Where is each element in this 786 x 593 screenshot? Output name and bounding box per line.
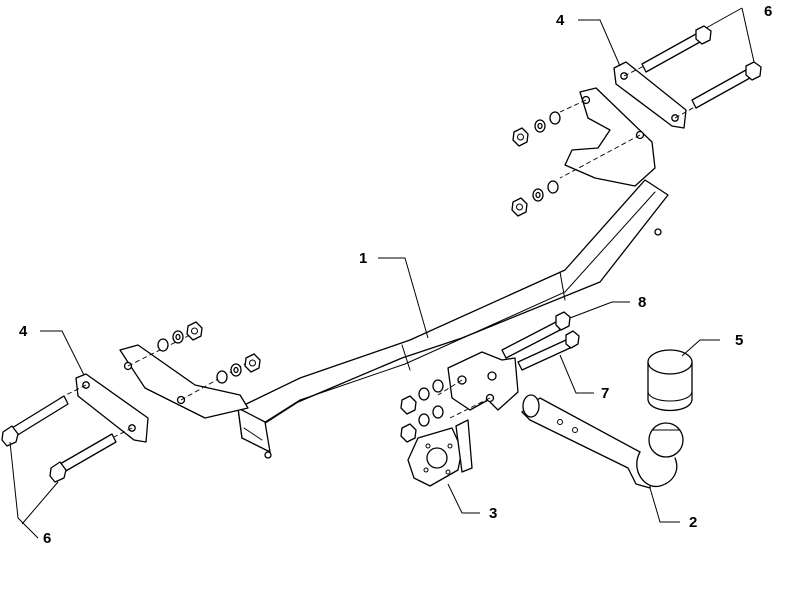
left-side-bracket xyxy=(59,329,253,443)
callout-4-left: 4 xyxy=(19,323,28,340)
right-upper-fasteners xyxy=(512,111,561,147)
callout-6-right: 6 xyxy=(764,3,772,20)
left-lower-fasteners xyxy=(216,353,261,384)
callout-8: 8 xyxy=(638,294,646,311)
callout-labels: 1 2 3 4 4 5 6 6 7 8 xyxy=(19,3,772,547)
left-bolt-upper xyxy=(1,395,69,447)
callout-6-left: 6 xyxy=(43,530,51,547)
bolt-7 xyxy=(517,330,580,371)
centre-mount xyxy=(437,351,519,419)
ball-neck xyxy=(521,394,684,489)
callout-3: 3 xyxy=(489,505,497,522)
main-beam xyxy=(237,179,669,459)
right-lower-fasteners xyxy=(511,180,559,217)
socket-plate xyxy=(407,419,473,487)
callout-1: 1 xyxy=(359,250,367,267)
bolt-8 xyxy=(501,311,571,359)
callout-4-right: 4 xyxy=(556,12,565,29)
left-bolt-lower xyxy=(49,433,117,483)
right-side-bracket xyxy=(559,61,701,187)
right-bolt-lower xyxy=(691,61,762,109)
callout-7: 7 xyxy=(601,385,609,402)
centre-nuts xyxy=(400,379,444,443)
callout-2: 2 xyxy=(689,514,697,531)
callout-5: 5 xyxy=(735,332,743,349)
ball-cap xyxy=(647,349,693,412)
leader-lines xyxy=(9,7,755,539)
right-bolt-upper xyxy=(641,25,712,73)
left-upper-fasteners xyxy=(157,321,203,352)
